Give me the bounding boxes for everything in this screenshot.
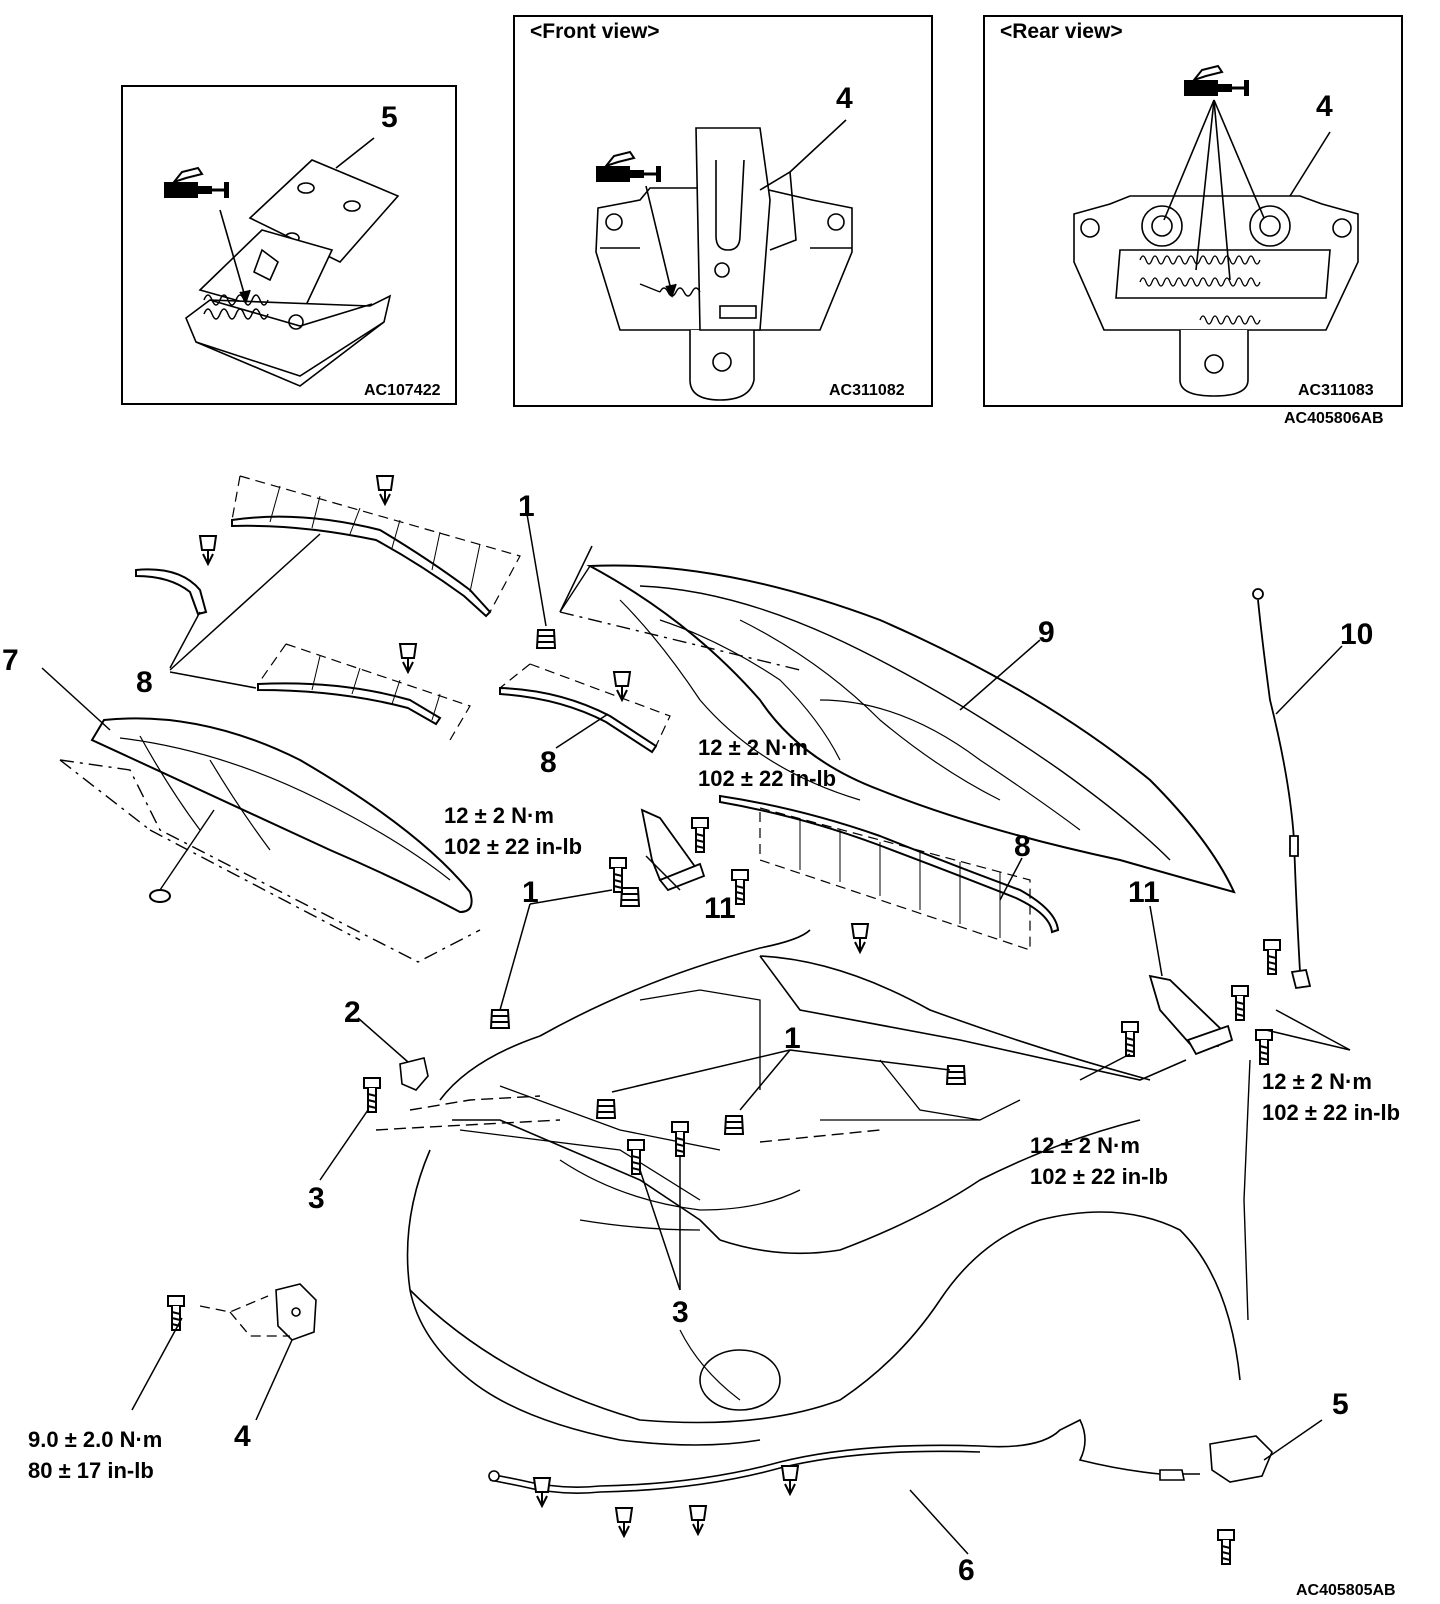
torque-metric: 9.0 ± 2.0 N·m (28, 1427, 163, 1452)
hinge-bolt (691, 817, 709, 853)
callout-1-bumpers-left: 1 (522, 876, 539, 909)
cable-clip (615, 1507, 633, 1537)
inset-title-rear: <Rear view> (1000, 20, 1123, 43)
hood-release-cable (488, 1418, 1200, 1494)
hood-bumper (536, 629, 556, 649)
inset-code-3: AC311083 (1298, 382, 1374, 399)
weatherstrip-right-small (499, 686, 658, 754)
torque-spec-hinge-top: 12 ± 2 N·m 102 ± 22 in-lb (698, 732, 836, 794)
hinge-bolt (1263, 939, 1281, 975)
torque-metric: 12 ± 2 N·m (1262, 1069, 1372, 1094)
vehicle-front-body (406, 929, 1241, 1446)
inset-code-1: AC107422 (364, 382, 441, 399)
callout-2: 2 (344, 996, 361, 1029)
torque-metric: 12 ± 2 N·m (698, 735, 808, 760)
retainer-clip (199, 535, 217, 565)
hood-panel (586, 564, 1236, 894)
torque-spec-hinge-right-lower: 12 ± 2 N·m 102 ± 22 in-lb (1030, 1130, 1168, 1192)
inset-callout-5: 5 (381, 101, 398, 134)
hood-insulator (90, 717, 473, 914)
hood-bumper (620, 887, 640, 907)
latch-bolt (167, 1295, 185, 1331)
cable-clip (533, 1477, 551, 1507)
hood-bumper (946, 1065, 966, 1085)
latch-bolt (671, 1121, 689, 1157)
hinge-bolt (1231, 985, 1249, 1021)
grease-gun-icon (1182, 64, 1251, 98)
figure-code-top: AC405806AB (1284, 410, 1384, 427)
weatherstrip-upper-left (135, 568, 208, 616)
torque-spec-latch: 9.0 ± 2.0 N·m 80 ± 17 in-lb (28, 1424, 162, 1486)
inset-frame-3 (983, 15, 1403, 407)
inset-title-front: <Front view> (530, 20, 660, 43)
callout-8-middle: 8 (540, 746, 557, 779)
retainer-clip (376, 475, 394, 505)
torque-metric: 12 ± 2 N·m (444, 803, 554, 828)
torque-imperial: 102 ± 22 in-lb (444, 834, 583, 859)
cable-clip (689, 1505, 707, 1535)
hood-hinge-left (640, 808, 706, 892)
hinge-bolt (1255, 1029, 1273, 1065)
retainer-clip (613, 671, 631, 701)
grease-gun-icon (162, 166, 231, 200)
hinge-bolt (1121, 1021, 1139, 1057)
inset-callout-4-rear: 4 (1316, 90, 1333, 123)
hood-latch-rear-drawing (1073, 99, 1359, 397)
latch-bolt (363, 1077, 381, 1113)
cable-clip (781, 1465, 799, 1495)
hood-latch-front-drawing (595, 119, 853, 401)
callout-7: 7 (2, 644, 19, 677)
inset-frame-2 (513, 15, 933, 407)
hood-support-rod (1252, 588, 1312, 990)
leader-lines (41, 513, 1351, 1555)
torque-imperial: 102 ± 22 in-lb (698, 766, 837, 791)
secondary-latch-bracket (399, 1057, 429, 1091)
retainer-clip (851, 923, 869, 953)
hood-bumper (490, 1009, 510, 1029)
grease-gun-icon (594, 150, 663, 184)
hood-latch-assembly (275, 1283, 317, 1341)
weatherstrip-cowl (719, 794, 1060, 934)
inset-frame-1 (121, 85, 457, 405)
callout-1-hood-bumper: 1 (518, 490, 535, 523)
callout-1-bumpers-center: 1 (784, 1022, 801, 1055)
torque-imperial: 102 ± 22 in-lb (1262, 1100, 1401, 1125)
torque-metric: 12 ± 2 N·m (1030, 1133, 1140, 1158)
callout-4: 4 (234, 1420, 251, 1453)
inset-code-2: AC311082 (829, 382, 905, 399)
hood-hinge-right (1148, 974, 1234, 1056)
torque-spec-hinge-right-upper: 12 ± 2 N·m 102 ± 22 in-lb (1262, 1066, 1400, 1128)
callout-9: 9 (1038, 616, 1055, 649)
torque-imperial: 80 ± 17 in-lb (28, 1458, 154, 1483)
inset-callout-4-front: 4 (836, 82, 853, 115)
weatherstrip-upper (231, 515, 492, 618)
weatherstrip-middle (257, 682, 442, 726)
figure-code-bottom: AC405805AB (1296, 1582, 1396, 1599)
callout-5: 5 (1332, 1388, 1349, 1421)
hood-bumper (596, 1099, 616, 1119)
callout-8-cowl: 8 (1014, 830, 1031, 863)
callout-3-left: 3 (308, 1182, 325, 1215)
torque-spec-hinge-left: 12 ± 2 N·m 102 ± 22 in-lb (444, 800, 582, 862)
callout-11-left: 11 (704, 892, 736, 925)
hood-release-handle (1209, 1435, 1273, 1483)
callout-6: 6 (958, 1554, 975, 1587)
retainer-clip (399, 643, 417, 673)
torque-imperial: 102 ± 22 in-lb (1030, 1164, 1169, 1189)
callout-10: 10 (1340, 618, 1374, 651)
hood-bumper (724, 1115, 744, 1135)
callout-11-right: 11 (1128, 876, 1160, 909)
secondary-latch-drawing (185, 137, 400, 387)
hinge-bolt (609, 857, 627, 893)
handle-bolt (1217, 1529, 1235, 1565)
callout-8-upper: 8 (136, 666, 153, 699)
callout-3-center: 3 (672, 1296, 689, 1329)
